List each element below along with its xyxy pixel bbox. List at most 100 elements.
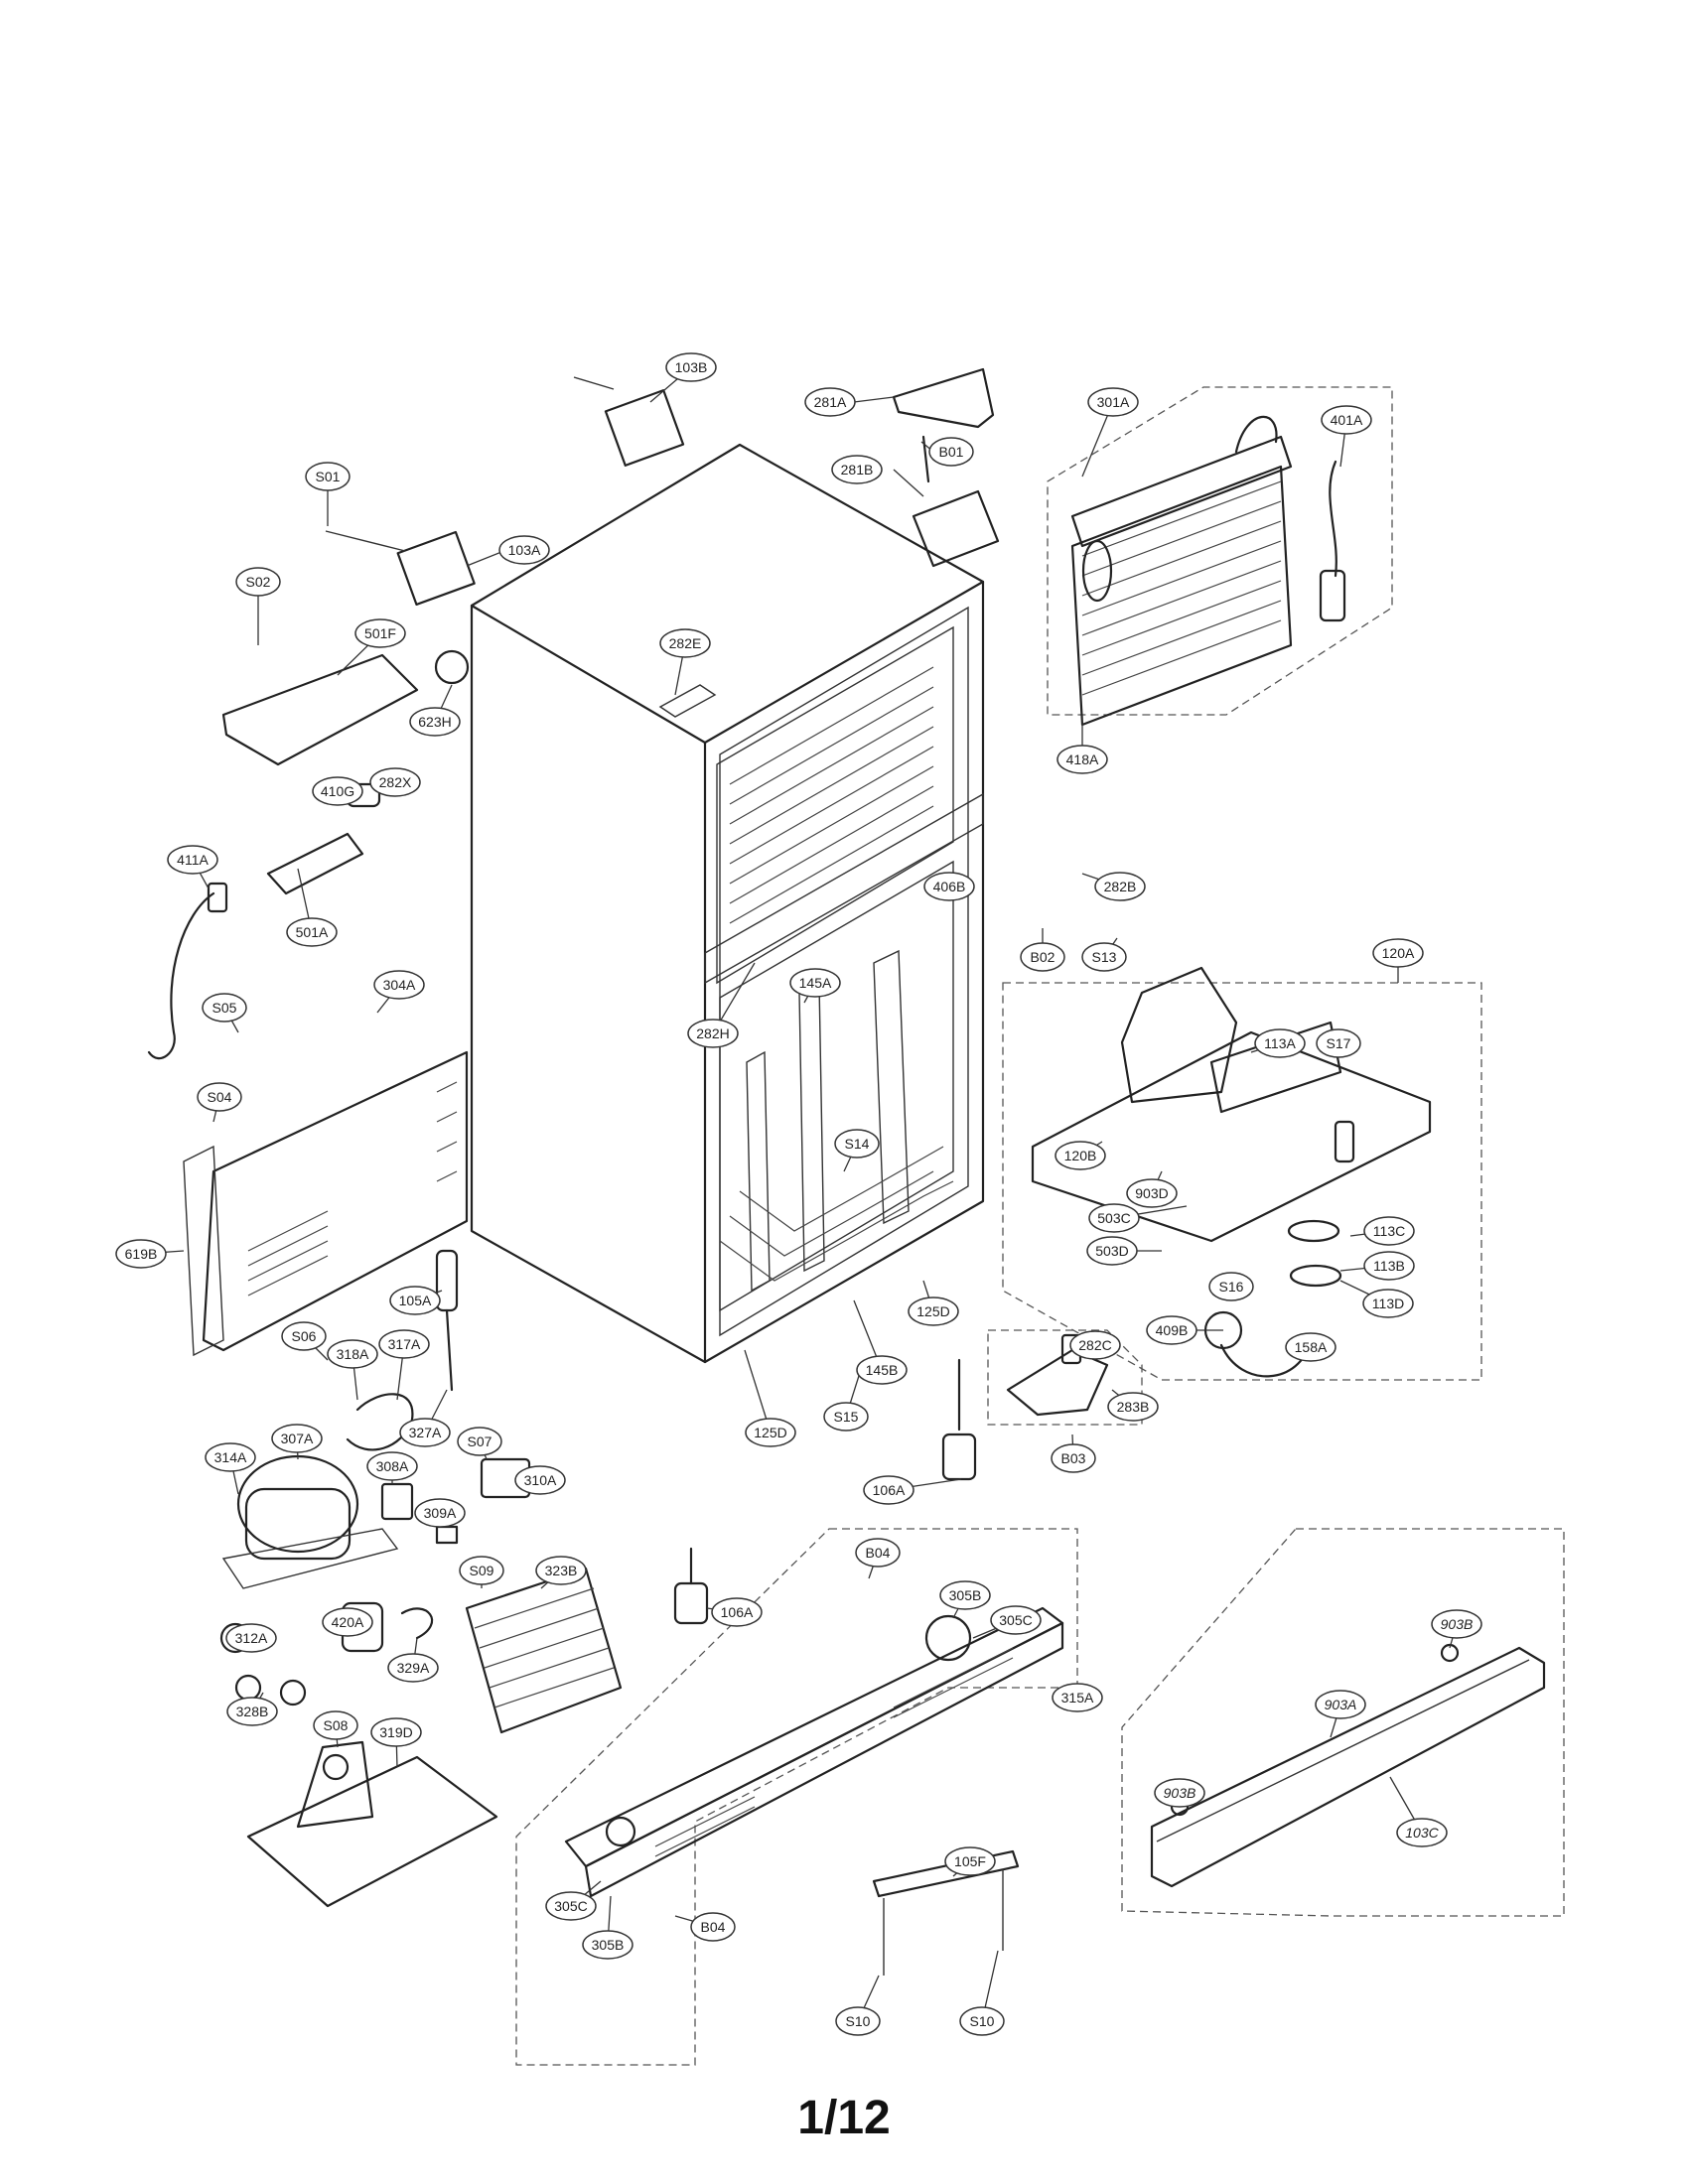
callout-label: 318A [337,1346,369,1362]
callout-bubble [1315,1690,1366,1719]
callout-329a: 329A [387,1653,439,1683]
callout-bubble [1094,872,1146,901]
callout-bubble [1088,1203,1140,1233]
callout-bubble [286,917,338,947]
callout-label: 309A [424,1505,457,1521]
callout-label: B04 [701,1919,726,1935]
callout-label: 623H [418,714,451,730]
callout-bubble [1154,1778,1205,1808]
callout-106a_a: 106A [863,1475,914,1505]
callout-s13: S13 [1081,942,1127,972]
callout-305c_b: 305C [545,1891,597,1921]
callout-label: 314A [214,1449,247,1465]
callout-bubble [1087,387,1139,417]
callout-323b: 323B [535,1556,587,1585]
callout-label: 125D [754,1425,786,1440]
callout-s14: S14 [834,1129,880,1159]
callout-307a: 307A [271,1424,323,1453]
callout-bubble [1372,938,1424,968]
callout-label: S04 [208,1089,232,1105]
callout-623h: 623H [409,707,461,737]
callout-label: S16 [1219,1279,1244,1295]
callout-bubble [409,707,461,737]
callout-label: 113A [1264,1035,1296,1051]
page-number: 1/12 [797,2092,891,2144]
callout-s16: S16 [1208,1272,1254,1301]
callout-label: 903A [1325,1697,1357,1712]
callout-bubble [863,1475,914,1505]
top-hinge-parts [325,367,1000,607]
callout-bubble [923,872,975,901]
ice-maker-assembly [1002,966,1482,1381]
callout-125d_a: 125D [908,1297,959,1326]
callout-label: 145A [799,975,832,991]
callout-bubble [1126,1178,1178,1208]
callout-label: 401A [1331,412,1363,428]
callout-label: S13 [1092,949,1117,965]
callout-bubble [1208,1272,1254,1301]
callout-bubble [1285,1332,1336,1362]
callout-label: 106A [721,1604,754,1620]
callout-label: S02 [246,574,271,590]
callout-label: 301A [1097,394,1130,410]
callout-bubble [835,2006,881,2036]
callout-bubble [944,1846,996,1876]
callout-label: 410G [321,783,354,799]
callout-b01: B01 [928,437,974,467]
callout-label: S14 [845,1136,870,1152]
callout-label: 105F [954,1853,986,1869]
callout-label: 406B [933,879,966,894]
callout-bubble [1081,942,1127,972]
callout-bubble [271,1424,323,1453]
callout-503c: 503C [1088,1203,1140,1233]
callout-bubble [1146,1315,1197,1345]
callout-label: 619B [125,1246,158,1262]
callout-label: B01 [939,444,964,460]
callout-label: 103B [675,359,708,375]
callout-bubble [514,1465,566,1495]
callout-bubble [205,1442,256,1472]
callout-label: 158A [1295,1339,1328,1355]
callout-bubble [327,1339,378,1369]
callout-bubble [1396,1818,1448,1847]
callout-125d_b: 125D [745,1418,796,1447]
callout-bubble [687,1019,739,1048]
callout-b02: B02 [1020,942,1065,972]
callout-bubble [582,1930,633,1960]
callout-label: 145B [866,1362,899,1378]
callout-label: 317A [388,1336,421,1352]
callout-label: 282C [1078,1337,1111,1353]
callout-319d: 319D [370,1717,422,1747]
callout-label: 125D [916,1303,949,1319]
callout-bubble [855,1538,901,1568]
callout-310a: 310A [514,1465,566,1495]
callout-s15: S15 [823,1402,869,1432]
callout-label: 283B [1117,1399,1150,1415]
callout-bubble [366,1451,418,1481]
callout-b04_a: B04 [855,1538,901,1568]
callout-bubble [167,845,218,875]
callout-bubble [1321,405,1372,435]
callout-113a: 113A [1254,1028,1306,1058]
callout-282c: 282C [1069,1330,1121,1360]
callout-903a: 903A [1315,1690,1366,1719]
callout-s04: S04 [197,1082,242,1112]
callout-bubble [1363,1251,1415,1281]
callout-s10_b: S10 [959,2006,1005,2036]
callout-bubble [804,387,856,417]
callout-bubble [459,1556,504,1585]
base-plate-assembly [515,1528,1078,2066]
callout-bubble [322,1607,373,1637]
callout-label: 305C [999,1612,1032,1628]
callout-bubble [414,1498,466,1528]
callout-bubble [834,1129,880,1159]
callout-bubble [389,1286,441,1315]
callout-label: 305B [949,1587,982,1603]
callout-label: 503C [1097,1210,1130,1226]
callout-bubble [387,1653,439,1683]
callout-bubble [856,1355,908,1385]
callout-158a: 158A [1285,1332,1336,1362]
callout-bubble [690,1912,736,1942]
callout-401a: 401A [1321,405,1372,435]
callout-label: 106A [873,1482,906,1498]
